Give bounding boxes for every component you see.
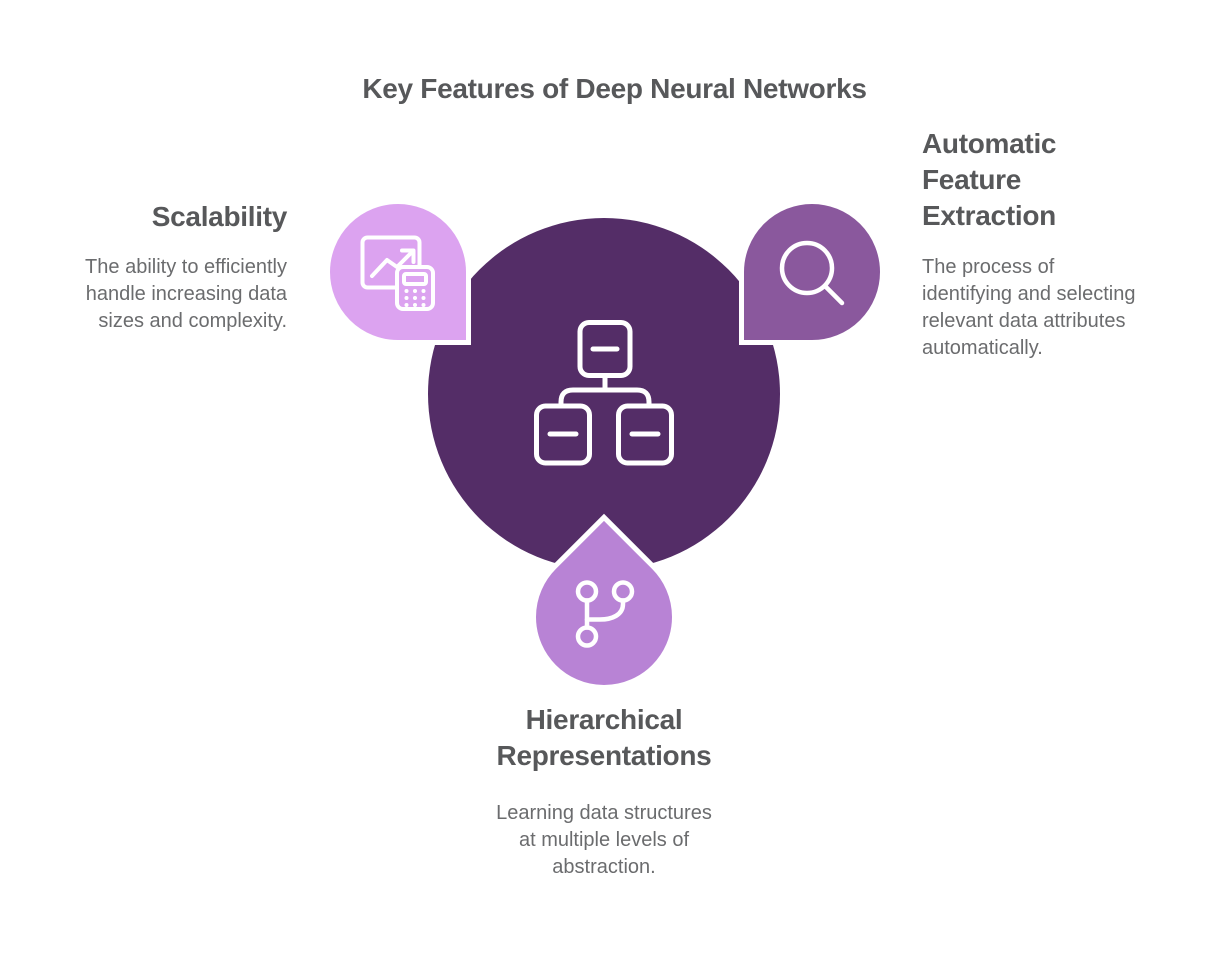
feature-bubble-automatic-feature-extraction <box>739 199 885 345</box>
feature-heading-automatic-feature-extraction: Automatic Feature Extraction <box>922 128 1057 231</box>
feature-description-scalability: The ability to efficiently handle increa… <box>85 256 287 332</box>
feature-text-scalability: Scalability The ability to efficiently h… <box>85 200 287 335</box>
hierarchy-org-chart-icon <box>534 320 674 466</box>
chart-calculator-icon <box>360 235 435 311</box>
git-branch-icon <box>575 580 635 648</box>
feature-heading-scalability: Scalability <box>151 201 288 232</box>
center-circle <box>428 218 780 570</box>
diagram-title: Key Features of Deep Neural Networks <box>362 73 867 104</box>
feature-description-hierarchical-representations: Learning data structures at multiple lev… <box>496 802 712 878</box>
magnifier-icon <box>779 240 845 306</box>
feature-text-hierarchical-representations: Hierarchical Representations Learning da… <box>384 702 824 881</box>
feature-description-automatic-feature-extraction: The process of identifying and selecting… <box>922 256 1136 359</box>
feature-text-automatic-feature-extraction: Automatic Feature Extraction The process… <box>922 126 1135 362</box>
feature-heading-hierarchical-representations: Hierarchical Representations <box>496 704 712 771</box>
calculator-keys <box>404 289 426 307</box>
